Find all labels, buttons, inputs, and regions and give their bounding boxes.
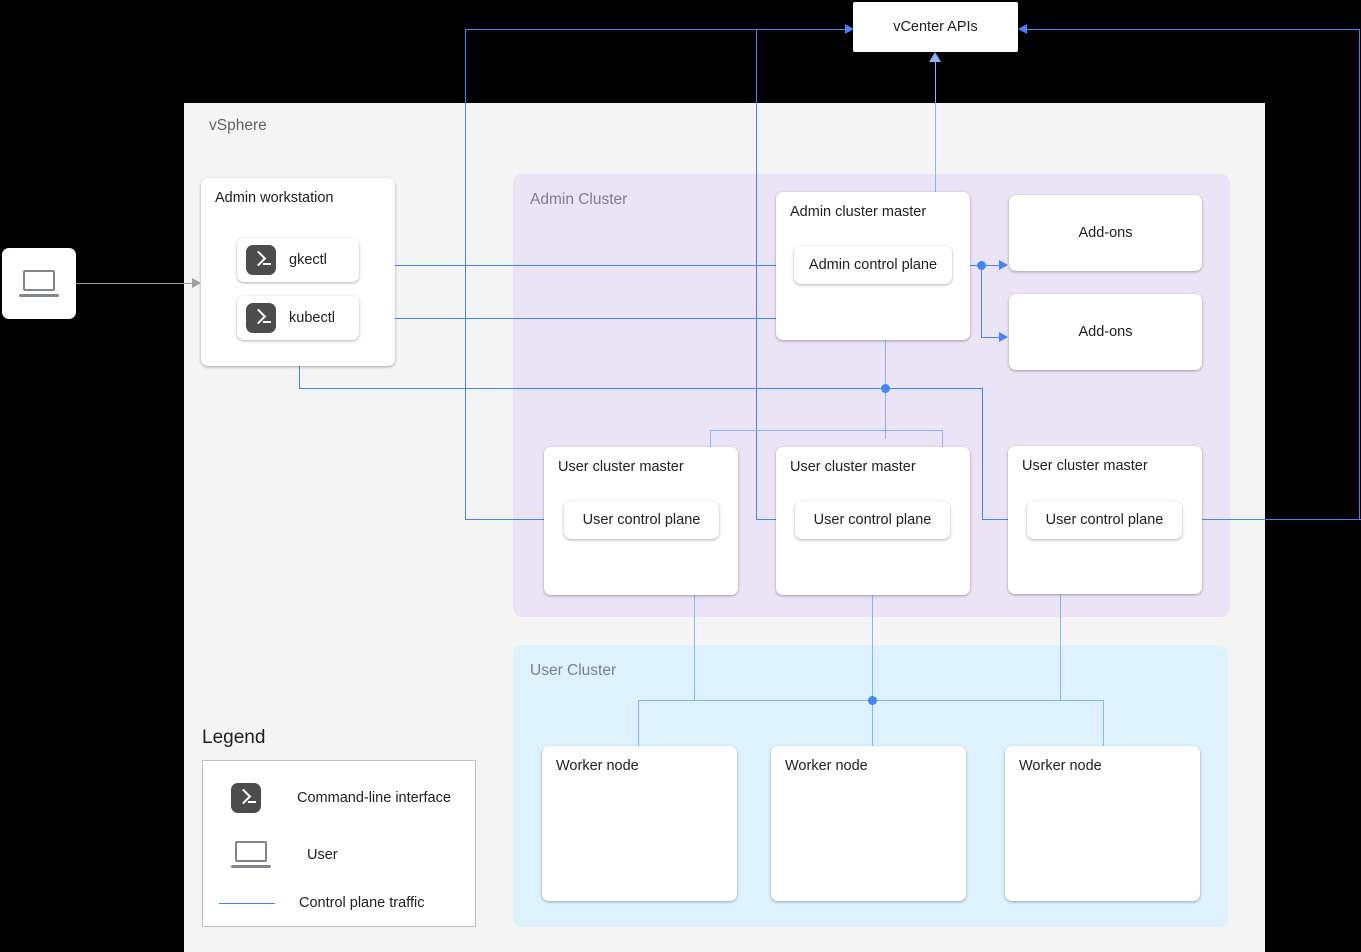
worker-node-box-3[interactable]: Worker node (1005, 746, 1200, 901)
edge-kubectl-horizontal (359, 318, 875, 319)
addons-box-1[interactable]: Add-ons (1009, 195, 1202, 271)
edge-gkectl-vcenter-horizontal (465, 29, 855, 30)
arrowhead-to-vcenter-left (845, 23, 854, 34)
edge-to-ucp3-horizontal (982, 519, 1018, 520)
cli-kubectl[interactable]: kubectl (237, 296, 359, 340)
terminal-icon (246, 303, 276, 333)
cli-gkectl[interactable]: gkectl (237, 238, 359, 282)
admin-cluster-label: Admin Cluster (530, 191, 628, 208)
edge-ucp3-down (1060, 539, 1061, 701)
user-control-plane-box-2[interactable]: User control plane (795, 501, 950, 539)
arrowhead-user-to-admin-workstation (192, 278, 201, 288)
edge-branch-to-ucp2 (885, 430, 942, 431)
terminal-icon (246, 245, 276, 275)
edge-user-to-admin-workstation (76, 283, 193, 284)
edge-to-ucp3-vertical (982, 388, 983, 520)
cli-kubectl-label: kubectl (289, 310, 335, 326)
worker-node-box-1[interactable]: Worker node (542, 746, 737, 901)
edge-to-addon-2 (981, 337, 1005, 338)
cli-gkectl-label: gkectl (289, 252, 327, 268)
edge-bus-to-worker1 (638, 700, 639, 750)
edge-kubectl-lower-horizontal (299, 388, 983, 389)
legend-item-user: User (231, 841, 338, 869)
vcenter-apis-label: vCenter APIs (893, 19, 978, 35)
edge-addon-branch-vertical (981, 265, 982, 337)
edge-admin-control-plane-to-vcenter (935, 60, 936, 265)
edge-trunk-x756 (756, 29, 757, 520)
legend-item-user-label: User (307, 847, 338, 863)
junction-dot-control-planes (881, 384, 890, 393)
laptop-icon (19, 269, 59, 298)
edge-gkectl-to-admin-control-plane (359, 265, 784, 266)
user-control-plane-box-1[interactable]: User control plane (564, 501, 719, 539)
junction-dot-addons (977, 261, 986, 270)
legend-item-traffic-label: Control plane traffic (299, 895, 425, 911)
edge-ucp3-to-right-edge (1182, 519, 1361, 520)
arrowhead-admin-cp-to-vcenter (929, 52, 941, 62)
admin-control-plane-label: Admin control plane (808, 257, 938, 273)
worker-node-box-2[interactable]: Worker node (771, 746, 966, 901)
user-control-plane-label: User control plane (582, 512, 701, 528)
user-control-plane-box-3[interactable]: User control plane (1027, 501, 1182, 539)
line-swatch-icon (219, 902, 275, 904)
user-cluster-master-title: User cluster master (558, 459, 684, 475)
legend-title: Legend (202, 727, 266, 748)
edge-branch-to-ucp1 (710, 430, 887, 431)
addons-label: Add-ons (1078, 225, 1133, 241)
legend-box: Command-line interface User Control plan… (202, 760, 476, 927)
arrowhead-to-addons-1 (999, 259, 1008, 270)
worker-node-title: Worker node (556, 758, 639, 774)
legend-item-cli-label: Command-line interface (297, 790, 451, 806)
edge-right-edge-vertical (1359, 29, 1360, 520)
edge-gkectl-vcenter-vertical (465, 29, 466, 520)
edge-ucp2-down (872, 539, 873, 747)
legend-item-traffic: Control plane traffic (219, 895, 424, 911)
admin-control-plane-box[interactable]: Admin control plane (794, 246, 952, 284)
worker-node-title: Worker node (1019, 758, 1102, 774)
arrowhead-to-addons-2 (999, 331, 1008, 342)
user-control-plane-label: User control plane (1045, 512, 1164, 528)
vcenter-apis-box[interactable]: vCenter APIs (853, 2, 1018, 52)
edge-bus-to-worker3 (1103, 700, 1104, 750)
addons-box-2[interactable]: Add-ons (1009, 294, 1202, 370)
terminal-icon (231, 783, 261, 813)
user-cluster-master-title: User cluster master (1022, 458, 1148, 474)
worker-node-title: Worker node (785, 758, 868, 774)
edge-vcenter-line-to-ucp1 (465, 519, 565, 520)
admin-cluster-master-title: Admin cluster master (790, 204, 927, 220)
edge-admin-cp-down (885, 284, 886, 439)
user-cluster-label: User Cluster (530, 662, 617, 679)
legend-item-cli: Command-line interface (231, 783, 451, 813)
laptop-icon (231, 841, 271, 869)
user-control-plane-label: User control plane (813, 512, 932, 528)
arrowhead-to-vcenter-right (1018, 23, 1027, 34)
user-cluster-master-title: User cluster master (790, 459, 916, 475)
admin-workstation-title: Admin workstation (215, 190, 334, 206)
junction-dot-worker-bus (868, 696, 877, 705)
user-icon-box[interactable] (2, 248, 76, 319)
vsphere-label: vSphere (209, 117, 267, 134)
edge-right-edge-to-vcenter (1027, 29, 1360, 30)
addons-label: Add-ons (1078, 324, 1133, 340)
edge-ucp1-down (694, 539, 695, 701)
